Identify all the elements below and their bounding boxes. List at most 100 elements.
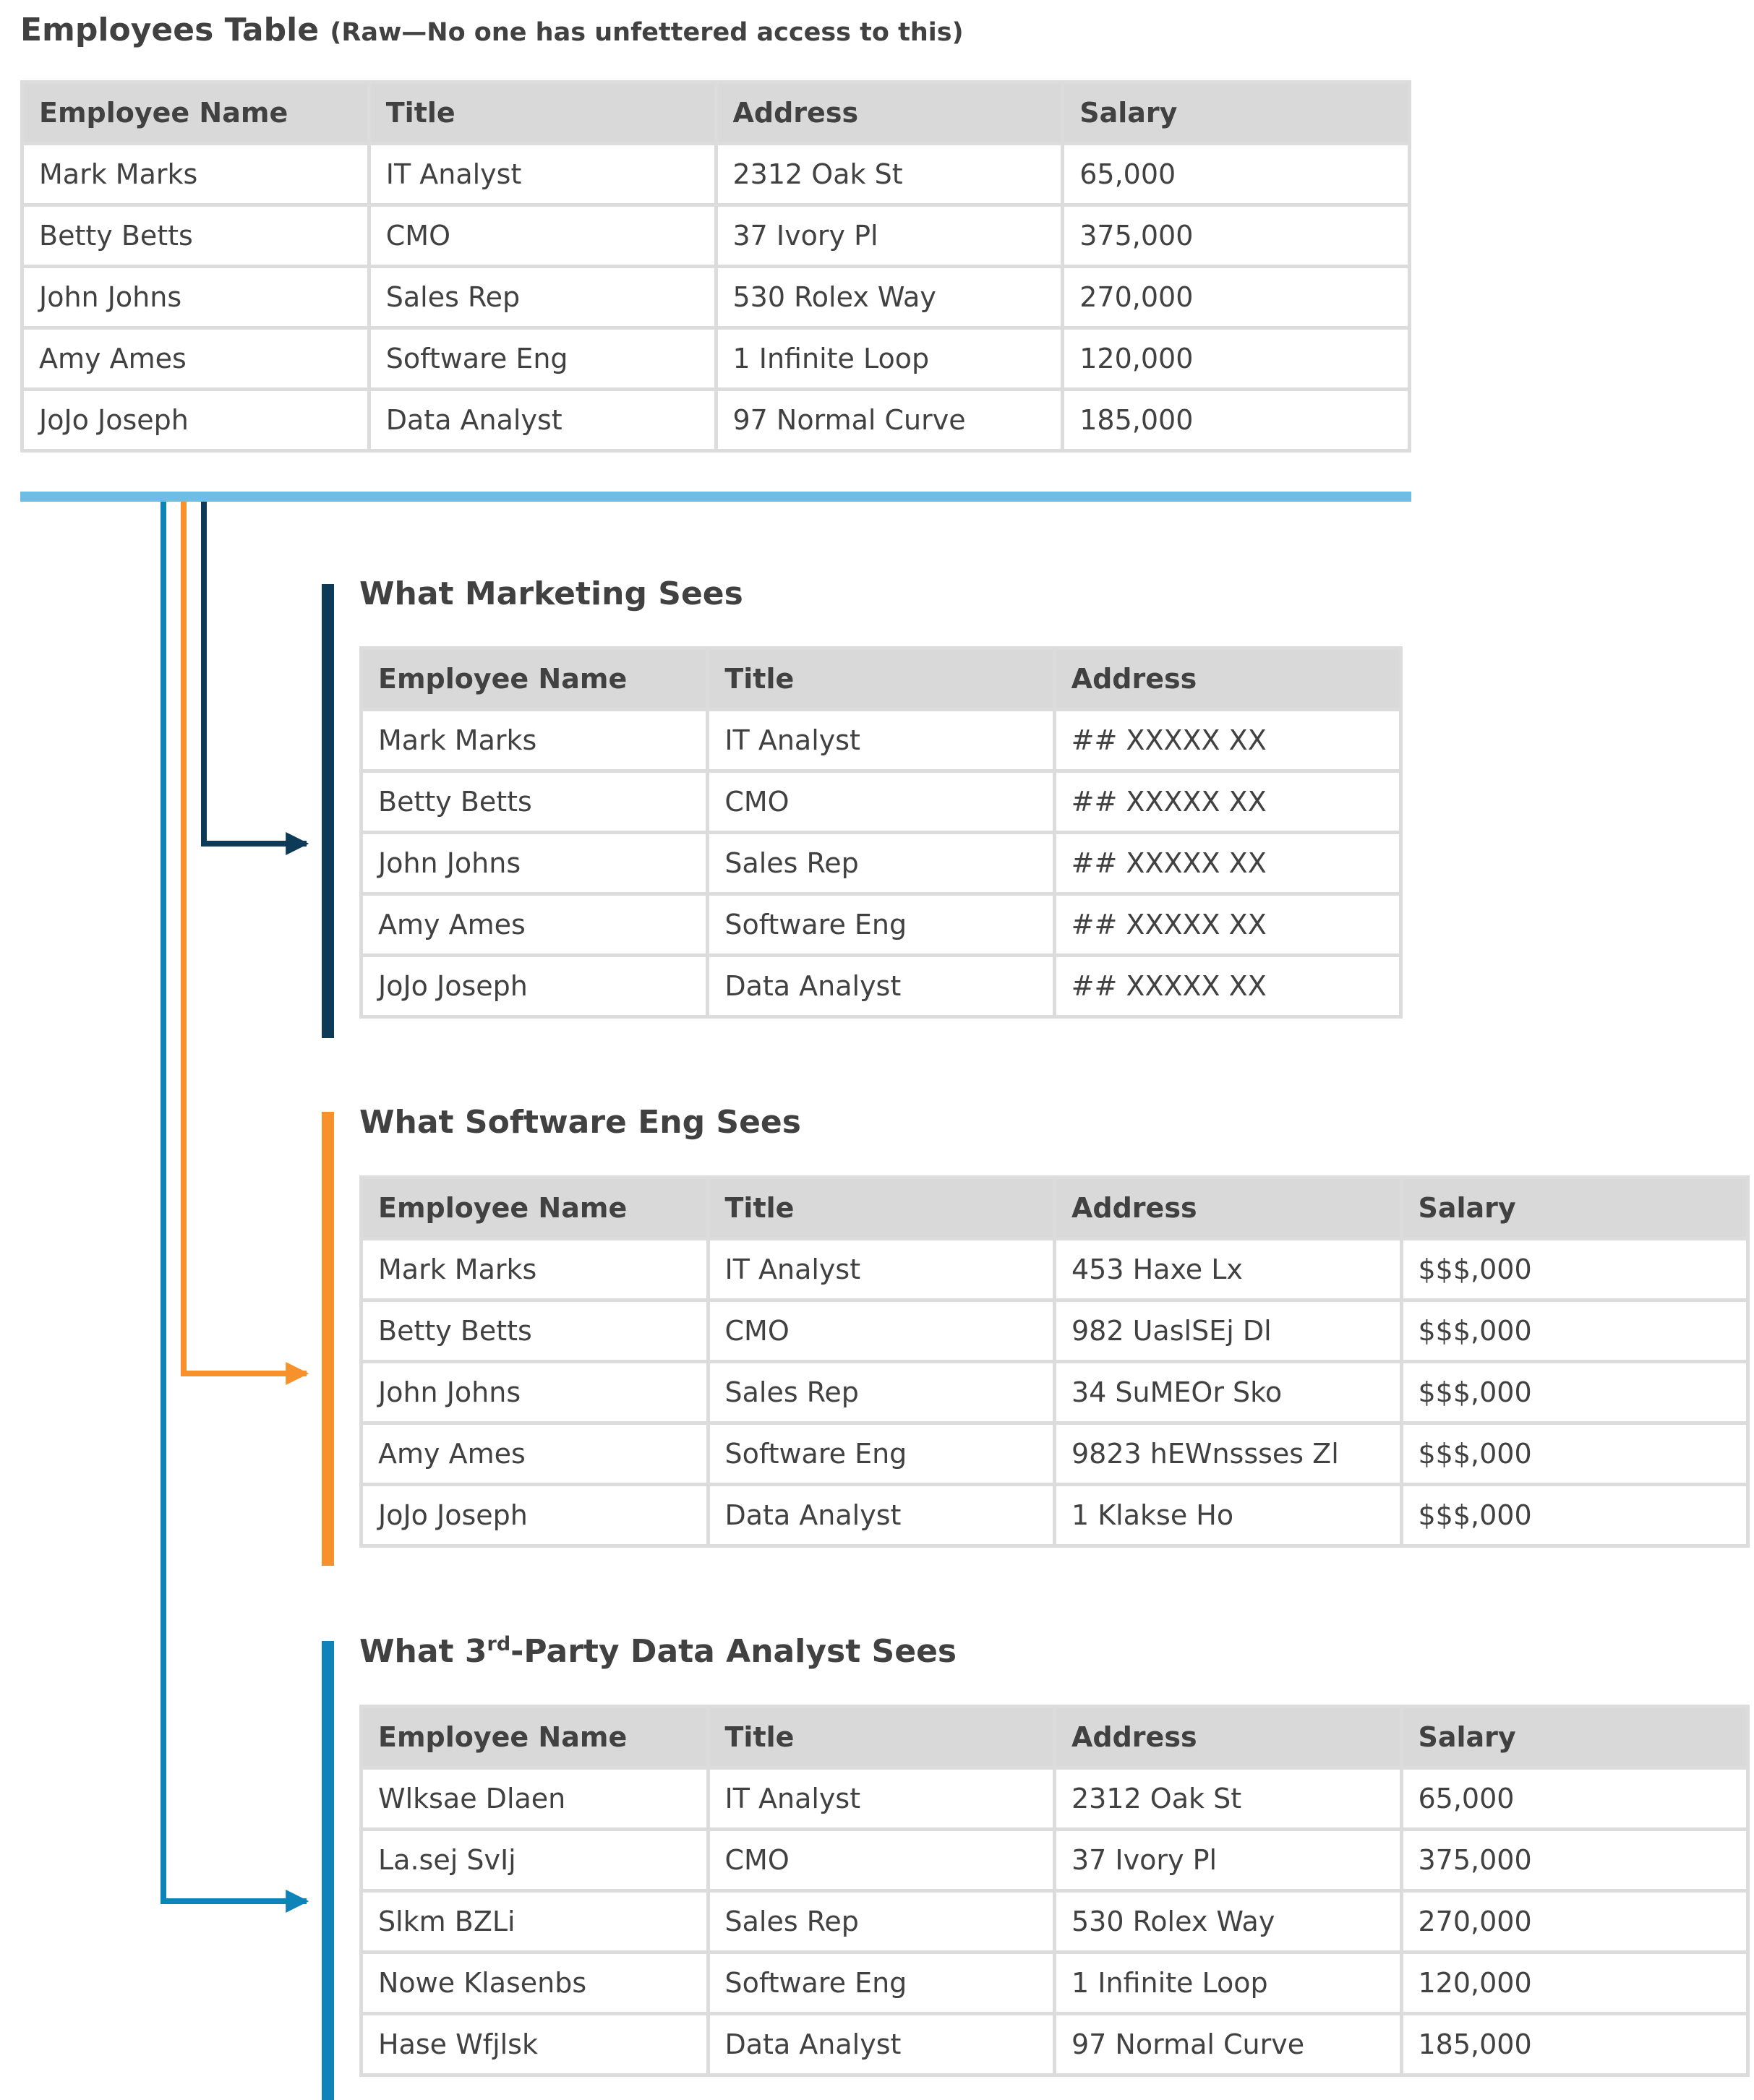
- col-header-salary: Salary: [1399, 1705, 1750, 1770]
- cell-address: 9823 hEWnssses Zl: [1053, 1421, 1403, 1486]
- cell-employee-name: Betty Betts: [20, 203, 371, 268]
- col-header-address: Address: [1053, 1705, 1403, 1770]
- cell-title: Software Eng: [706, 892, 1056, 957]
- col-header-address: Address: [1052, 646, 1403, 711]
- cell-employee-name: John Johns: [20, 265, 371, 330]
- analyst-title-sup: rd: [487, 1633, 511, 1655]
- cell-title: Data Analyst: [367, 387, 718, 453]
- cell-title: Data Analyst: [706, 1483, 1056, 1548]
- cell-salary: 375,000: [1399, 1827, 1750, 1893]
- software-accent-bar: [322, 1112, 334, 1566]
- cell-employee-name: Mark Marks: [359, 1237, 710, 1302]
- analyst-connector-arrow: [161, 502, 309, 1913]
- col-header-address: Address: [1053, 1175, 1403, 1240]
- cell-salary: $$$,000: [1399, 1298, 1750, 1363]
- cell-title: Software Eng: [367, 326, 718, 391]
- raw-table-divider: [20, 492, 1411, 502]
- cell-title: Sales Rep: [367, 265, 718, 330]
- cell-address: 1 Klakse Ho: [1053, 1483, 1403, 1548]
- col-header-employee-name: Employee Name: [359, 1175, 710, 1240]
- cell-employee-name: Amy Ames: [359, 892, 710, 957]
- cell-employee-name: Wlksae Dlaen: [359, 1766, 710, 1831]
- cell-address: 2312 Oak St: [1053, 1766, 1403, 1831]
- analyst-view-title: What 3rd-Party Data Analyst Sees: [359, 1630, 957, 1673]
- cell-title: IT Analyst: [706, 1766, 1056, 1831]
- cell-title: IT Analyst: [367, 142, 718, 207]
- cell-salary: $$$,000: [1399, 1421, 1750, 1486]
- cell-employee-name: John Johns: [359, 831, 710, 896]
- cell-address: 530 Rolex Way: [714, 265, 1065, 330]
- cell-salary: 270,000: [1399, 1889, 1750, 1954]
- cell-title: Sales Rep: [706, 1889, 1056, 1954]
- raw-subtitle-text: (Raw—No one has unfettered access to thi…: [330, 18, 964, 47]
- cell-title: CMO: [706, 1827, 1056, 1893]
- cell-salary: 120,000: [1399, 1950, 1750, 2015]
- cell-employee-name: John Johns: [359, 1360, 710, 1425]
- cell-employee-name: Hase Wfjlsk: [359, 2012, 710, 2077]
- cell-salary: 65,000: [1399, 1766, 1750, 1831]
- col-header-title: Title: [706, 646, 1056, 711]
- cell-title: Sales Rep: [706, 831, 1056, 896]
- software-view-table: Employee Name Title Address Salary Mark …: [359, 1175, 1750, 1548]
- cell-title: Sales Rep: [706, 1360, 1056, 1425]
- col-header-employee-name: Employee Name: [359, 646, 710, 711]
- cell-address: 530 Rolex Way: [1053, 1889, 1403, 1954]
- cell-title: Data Analyst: [706, 2012, 1056, 2077]
- cell-address: 453 Haxe Lx: [1053, 1237, 1403, 1302]
- cell-employee-name: Amy Ames: [359, 1421, 710, 1486]
- cell-salary: $$$,000: [1399, 1237, 1750, 1302]
- cell-address: ## XXXXX XX: [1052, 892, 1403, 957]
- cell-salary: 375,000: [1061, 203, 1411, 268]
- cell-title: IT Analyst: [706, 1237, 1056, 1302]
- cell-employee-name: JoJo Joseph: [20, 387, 371, 453]
- raw-title-text: Employees Table: [20, 12, 320, 48]
- cell-employee-name: Amy Ames: [20, 326, 371, 391]
- cell-employee-name: Betty Betts: [359, 769, 710, 834]
- cell-address: 37 Ivory Pl: [1053, 1827, 1403, 1893]
- cell-employee-name: Betty Betts: [359, 1298, 710, 1363]
- cell-title: CMO: [706, 1298, 1056, 1363]
- cell-address: ## XXXXX XX: [1052, 708, 1403, 773]
- cell-employee-name: JoJo Joseph: [359, 1483, 710, 1548]
- analyst-view-table: Employee Name Title Address Salary Wlksa…: [359, 1705, 1750, 2077]
- table-header-row: Employee Name Title Address Salary: [359, 1705, 1750, 1770]
- analyst-title-pre: What 3: [359, 1633, 487, 1670]
- cell-title: Software Eng: [706, 1421, 1056, 1486]
- cell-title: IT Analyst: [706, 708, 1056, 773]
- cell-salary: $$$,000: [1399, 1483, 1750, 1548]
- col-header-salary: Salary: [1399, 1175, 1750, 1240]
- cell-title: Data Analyst: [706, 953, 1056, 1019]
- table-header-row: Employee Name Title Address Salary: [20, 80, 1411, 145]
- col-header-title: Title: [367, 80, 718, 145]
- col-header-employee-name: Employee Name: [20, 80, 371, 145]
- cell-title: CMO: [367, 203, 718, 268]
- cell-address: 37 Ivory Pl: [714, 203, 1065, 268]
- marketing-view-title: What Marketing Sees: [359, 575, 743, 612]
- cell-employee-name: Slkm BZLi: [359, 1889, 710, 1954]
- software-connector-arrow: [181, 502, 309, 1385]
- cell-title: CMO: [706, 769, 1056, 834]
- cell-employee-name: JoJo Joseph: [359, 953, 710, 1019]
- cell-salary: 185,000: [1061, 387, 1411, 453]
- raw-table-title: Employees Table (Raw—No one has unfetter…: [20, 9, 964, 54]
- col-header-address: Address: [714, 80, 1065, 145]
- col-header-title: Title: [706, 1705, 1056, 1770]
- marketing-accent-bar: [322, 584, 334, 1038]
